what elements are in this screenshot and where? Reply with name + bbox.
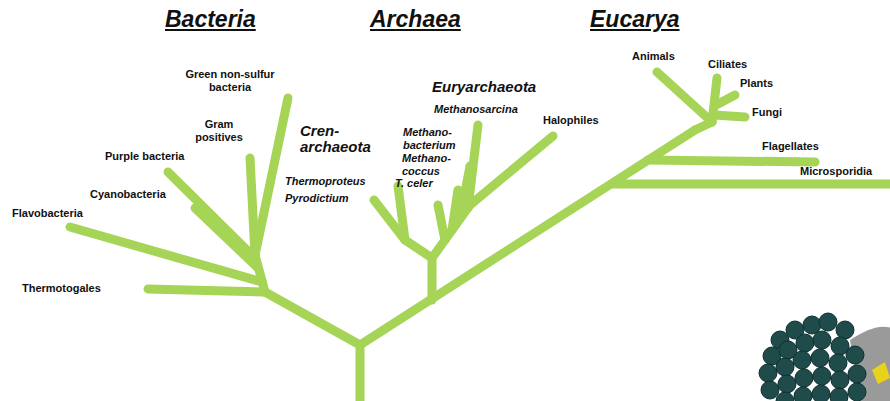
taxon-label: Green non-sulfur bacteria [180,68,280,94]
domain-heading: Archaea [370,6,461,32]
taxon-label: T. celer [395,177,433,190]
taxon-label: Pyrodictium [285,192,349,205]
taxon-label: Flagellates [762,140,819,153]
taxon-label: Thermoproteus [285,175,366,188]
taxon-label: Thermotogales [22,282,101,295]
tree-branches [70,72,890,401]
molecule-illustration [759,313,890,401]
domain-heading: Eucarya [590,6,680,32]
taxon-label: Halophiles [543,114,599,127]
taxon-label: Fungi [752,106,782,119]
group-label: Euryarchaeota [432,79,536,95]
domain-heading: Bacteria [165,6,256,32]
taxon-label: Methano- bacterium [403,126,465,152]
taxon-label: Ciliates [708,58,747,71]
taxon-label: Animals [632,50,675,63]
taxon-label: Methano- coccus [402,152,452,178]
taxon-label: Purple bacteria [105,150,184,163]
taxon-label: Plants [740,77,773,90]
taxon-label: Flavobacteria [12,207,83,220]
taxon-label: Microsporidia [800,165,872,178]
taxon-label: Gram positives [188,118,250,144]
taxon-label: Methanosarcina [434,103,518,116]
group-label: Cren- archaeota [300,123,372,155]
taxon-label: Cyanobacteria [90,188,166,201]
